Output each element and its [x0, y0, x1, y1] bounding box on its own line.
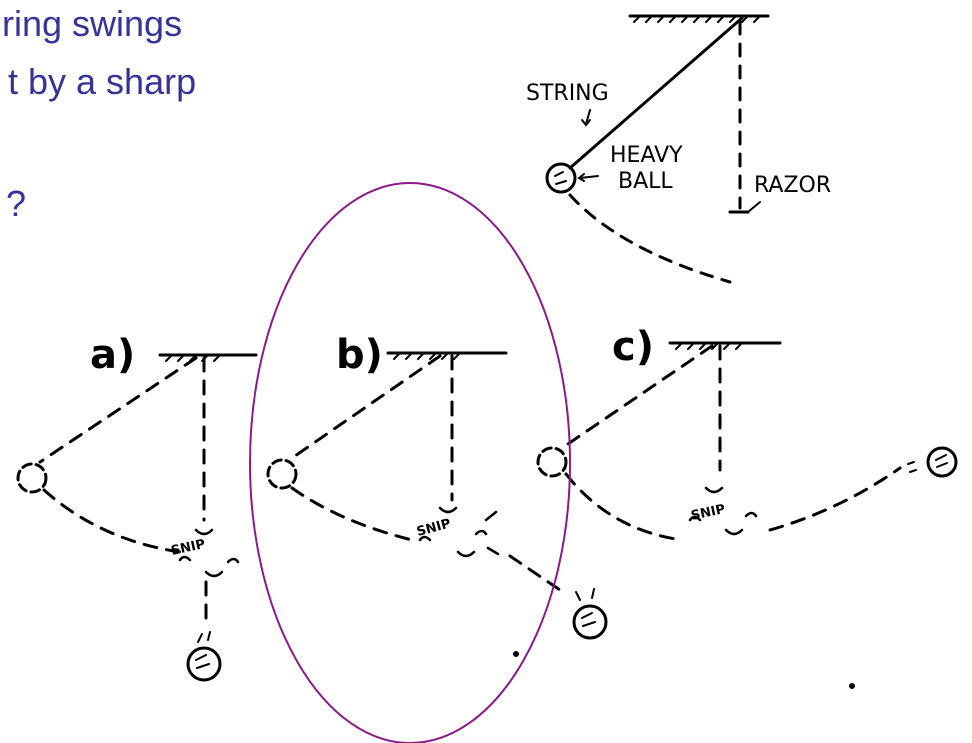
ceiling-hatch-b	[393, 352, 461, 360]
ball-a-shading	[195, 631, 211, 669]
ball-pointer	[577, 173, 599, 182]
option-c	[536, 341, 958, 542]
ceiling-hatch	[633, 15, 761, 23]
razor-pointer	[747, 201, 761, 213]
string-a	[38, 356, 198, 464]
speck	[849, 683, 855, 689]
ghost-ball-c	[536, 446, 568, 478]
ball-c	[926, 446, 958, 478]
swing-arc-c	[564, 472, 684, 542]
question-line-2: t by a sharp	[8, 61, 197, 102]
ghost-ball-b	[266, 458, 298, 490]
option-b-label: b)	[336, 332, 383, 378]
answer-highlight-ellipse	[249, 182, 571, 743]
string-label: STRING	[526, 81, 609, 106]
top-diagram	[545, 14, 770, 284]
swing-arc-a	[42, 488, 182, 554]
snip-burst-a	[178, 528, 240, 578]
question-line-3: ?	[6, 183, 27, 224]
fly-path-c	[768, 466, 902, 532]
fly-path-b	[508, 554, 562, 592]
ceiling-hatch-a	[165, 354, 221, 362]
snip-burst-b	[418, 506, 500, 558]
ceiling-hatch-c	[675, 342, 743, 350]
ball-b-shading	[575, 588, 596, 627]
option-c-label: c)	[612, 324, 654, 370]
snip-burst-c	[688, 486, 758, 536]
ghost-ball-a	[16, 462, 48, 494]
heavy-label: HEAVY	[610, 143, 683, 168]
ball-c-shading	[907, 454, 948, 473]
option-a-label: a)	[90, 332, 135, 378]
heavy-ball	[545, 162, 577, 194]
ball-label: BALL	[618, 169, 673, 194]
swing-arc-top	[568, 193, 732, 284]
string-c	[560, 344, 714, 450]
speck	[513, 651, 519, 657]
ball-a	[186, 646, 222, 682]
option-b	[266, 351, 608, 640]
string-pointer	[581, 109, 591, 127]
string-line	[568, 16, 744, 170]
razor-label: RAZOR	[754, 173, 831, 198]
option-a	[16, 353, 258, 682]
swing-arc-b	[290, 486, 414, 542]
snip-text-a: SNIP	[170, 537, 207, 559]
snip-text-c: SNIP	[690, 502, 727, 524]
string-b	[290, 354, 442, 460]
ball-shading	[554, 171, 567, 185]
snip-text-b: SNIP	[415, 516, 452, 539]
ball-b	[572, 604, 608, 640]
question-line-1: ring swings	[2, 3, 183, 44]
